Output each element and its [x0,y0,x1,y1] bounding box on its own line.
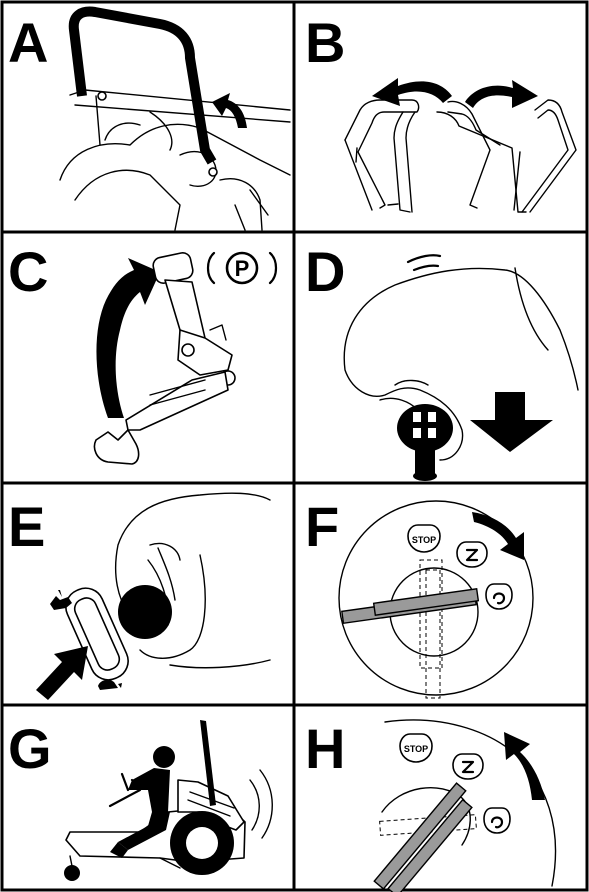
panel-e-turtle-icon [98,680,122,690]
panel-c-lift-arrow-icon [96,258,160,418]
throttle-knob [397,404,453,481]
panel-d-push-down-arrow-icon [470,392,553,452]
panel-d-letter: D [305,240,345,303]
panel-b: B [305,11,576,212]
svg-text:STOP: STOP [412,535,436,545]
panel-g-front-caster [64,865,80,881]
panel-h-start-position-icon [484,808,510,833]
panel-a: A [8,11,290,230]
panel-g-vibration-lines [250,770,272,838]
panel-e-letter: E [8,495,45,558]
panel-b-letter: B [305,11,345,74]
panel-g: G [8,717,272,881]
panel-h: STOP H [305,717,556,892]
panel-b-right-fold-arrow-icon [465,80,538,108]
panel-c-letter: C [8,240,48,303]
parking-brake-icon: P [208,253,276,283]
panel-d-motion-lines [408,255,440,270]
panel-f-stop-position-icon: STOP [408,525,440,552]
panel-f-letter: F [305,495,339,558]
panel-c: P C [8,240,276,464]
panel-h-key [374,783,476,892]
panel-h-stop-position-icon: STOP [400,734,432,762]
svg-text:STOP: STOP [404,744,428,754]
panel-a-roll-bar [74,12,212,162]
panel-b-roll-bar-halves [345,100,576,212]
parking-brake-symbol: P [235,256,250,281]
panel-e-press-arrow-icon [36,646,88,700]
panel-d-hand [344,268,578,460]
panel-a-letter: A [8,11,48,74]
panel-b-left-fold-arrow-icon [372,78,452,106]
panel-a-illustration-tractor-body [60,90,290,230]
panel-h-preheat-position-icon [453,754,483,779]
panel-f: STOP F [305,495,533,698]
panel-d: D [305,240,578,481]
panel-h-turn-arrow-icon [504,732,545,800]
panel-f-start-position-icon [486,584,512,609]
panel-e: E [8,493,270,700]
panel-g-letter: G [8,717,52,780]
panel-a-raise-arrow-icon [212,93,247,128]
panel-f-preheat-position-icon [457,542,487,567]
panel-e-hand [116,493,270,668]
panel-h-letter: H [305,717,345,780]
panel-e-fingertip [118,585,172,639]
